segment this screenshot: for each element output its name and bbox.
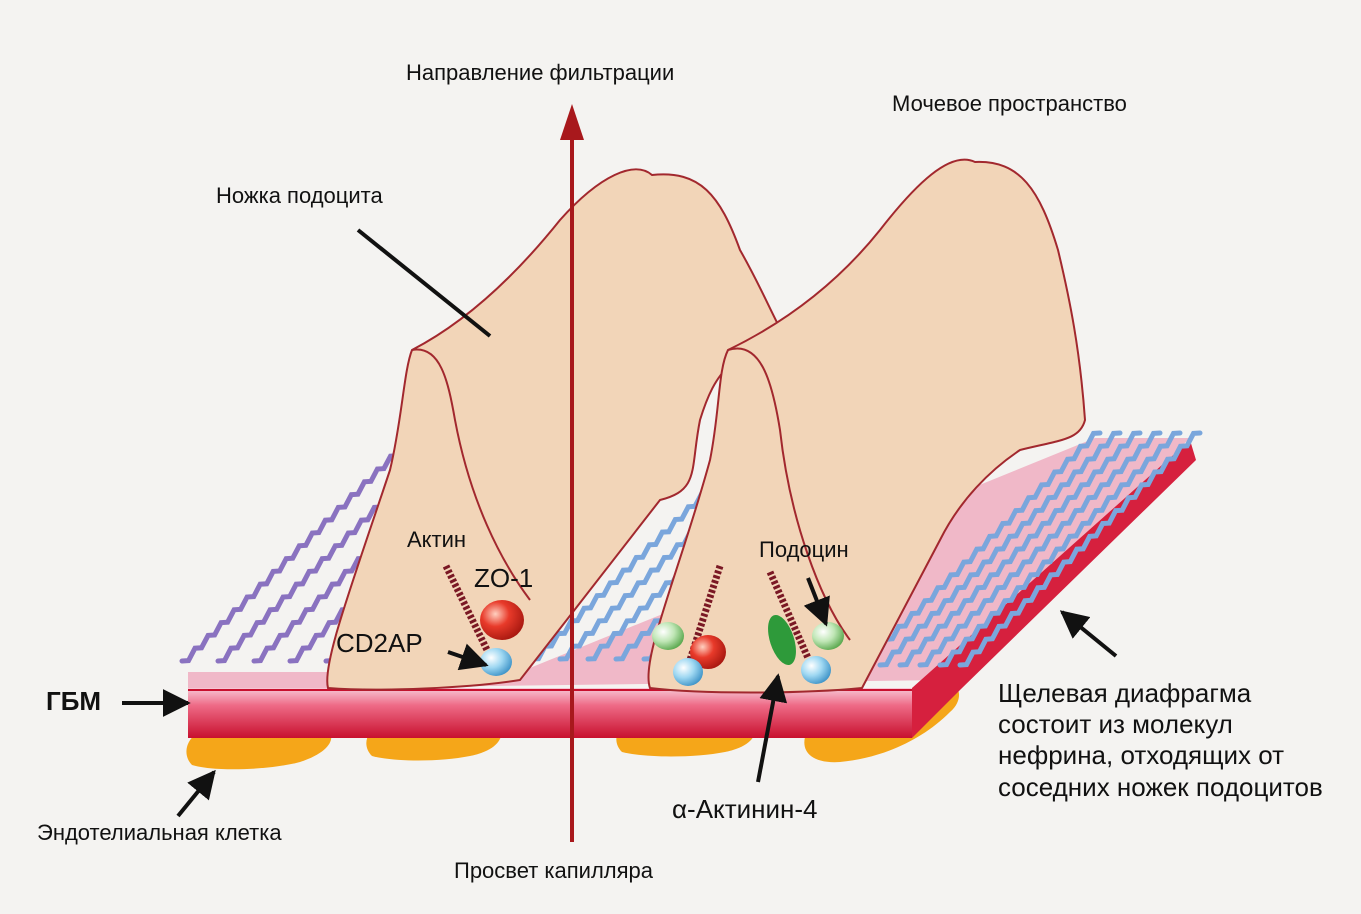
- podocin-pointer: [803, 577, 830, 627]
- label-cd2ap: CD2AP: [336, 628, 423, 658]
- label-capillary-lumen: Просвет капилляра: [454, 858, 654, 883]
- label-gbm: ГБМ: [46, 686, 102, 716]
- alpha-actinin4-protein: [768, 614, 796, 666]
- actin-fiber-right: [766, 570, 812, 660]
- zo1-protein-mid: [690, 635, 726, 669]
- label-endothelial-cell: Эндотелиальная клетка: [37, 820, 282, 845]
- label-zo1: ZO-1: [474, 563, 534, 593]
- gbm-front-face: [188, 688, 912, 738]
- podocin-protein-mid: [652, 622, 684, 650]
- zo1-protein-left: [480, 600, 524, 640]
- pointer-arrows: [122, 228, 1118, 818]
- filtration-direction-arrow: [560, 104, 584, 842]
- actin-fiber-left: [442, 564, 492, 654]
- cd2ap-protein-right: [801, 656, 831, 684]
- label-filtration-direction: Направление фильтрации: [406, 60, 675, 85]
- podocin-protein-right: [812, 622, 844, 650]
- alpha-actinin4-pointer: [756, 673, 788, 783]
- cd2ap-protein-left: [480, 648, 512, 676]
- label-podocin: Подоцин: [759, 537, 849, 562]
- label-urinary-space: Мочевое пространство: [892, 91, 1127, 116]
- slit-diaphragm-pointer: [1059, 610, 1118, 658]
- label-podocyte-foot: Ножка подоцита: [216, 183, 383, 208]
- nephrin-band-right: [857, 430, 1203, 668]
- endothelial-pointer: [176, 769, 216, 818]
- gbm-side-face: [912, 440, 1196, 738]
- cd2ap-protein-mid: [673, 658, 703, 686]
- label-alpha-actinin4: α-Актинин-4: [672, 794, 818, 824]
- cd2ap-pointer: [447, 643, 489, 671]
- podocyte-foot-left: [326, 168, 787, 691]
- label-slit-diaphragm: Щелевая диафрагма состоит из молекул неф…: [998, 678, 1323, 802]
- podocyte-foot-pointer: [356, 228, 492, 338]
- podocyte-foot-processes: [326, 158, 1087, 694]
- label-actin: Актин: [407, 527, 467, 552]
- podocyte-foot-right: [647, 158, 1087, 694]
